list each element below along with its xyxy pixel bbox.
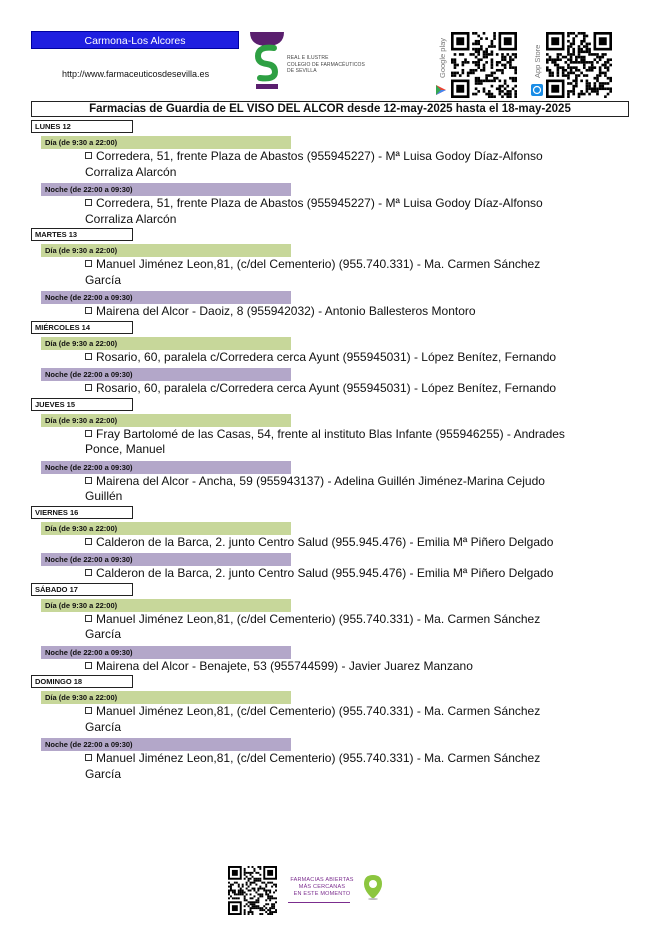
pharmacy-entry: Mairena del Alcor - Daoiz, 8 (955942032)…: [85, 304, 565, 320]
night-shift-label: Noche (de 22:00 a 09:30): [41, 460, 291, 474]
night-shift-label: Noche (de 22:00 a 09:30): [41, 183, 291, 196]
pharmacy-text: Corredera, 51, frente Plaza de Abastos (…: [85, 149, 543, 179]
page-title: Farmacias de Guardia de EL VISO DEL ALCO…: [31, 101, 629, 117]
college-logo-icon: [248, 30, 288, 92]
day-label: VIERNES 16: [31, 505, 133, 519]
app-store-label[interactable]: App Store: [533, 44, 542, 78]
day-label: MARTES 13: [31, 228, 133, 241]
app-store-icon[interactable]: [531, 83, 543, 101]
location-pin-icon[interactable]: [363, 874, 383, 905]
checkbox-icon: [85, 754, 92, 761]
college-line: REAL E ILUSTRE: [287, 55, 329, 61]
pharmacy-entry: Calderon de la Barca, 2. junto Centro Sa…: [85, 566, 565, 582]
banner-underline: [288, 902, 350, 903]
day-label: JUEVES 15: [31, 397, 133, 411]
pharmacy-text: Manuel Jiménez Leon,81, (c/del Cementeri…: [85, 257, 541, 287]
night-shift-label: Noche (de 22:00 a 09:30): [41, 291, 291, 304]
night-shift-label: Noche (de 22:00 a 09:30): [41, 738, 291, 751]
checkbox-icon: [85, 199, 92, 206]
banner-line: EN ESTE MOMENTO: [293, 891, 351, 897]
pharmacy-entry: Corredera, 51, frente Plaza de Abastos (…: [85, 149, 565, 180]
college-line: DE SEVILLA: [287, 68, 317, 74]
pharmacy-entry: Manuel Jiménez Leon,81, (c/del Cementeri…: [85, 751, 565, 782]
day-label: LUNES 12: [31, 120, 133, 133]
pharmacy-entry: Corredera, 51, frente Plaza de Abastos (…: [85, 196, 565, 227]
pharmacy-entry: Manuel Jiménez Leon,81, (c/del Cementeri…: [85, 257, 565, 288]
pharmacy-entry: Mairena del Alcor - Ancha, 59 (955943137…: [85, 474, 565, 505]
region-badge: Carmona-Los Alcores: [31, 31, 239, 49]
day-shift-label: Día (de 9:30 a 22:00): [41, 136, 291, 149]
app-store-qr-icon[interactable]: [546, 32, 612, 103]
pharmacy-text: Manuel Jiménez Leon,81, (c/del Cementeri…: [85, 611, 541, 642]
google-play-icon[interactable]: [435, 83, 447, 101]
college-name: REAL E ILUSTRE COLEGIO DE FARMACÉUTICOS …: [287, 55, 365, 75]
checkbox-icon: [85, 476, 92, 484]
day-shift-label: Día (de 9:30 a 22:00): [41, 521, 291, 535]
pharmacy-entry: Rosario, 60, paralela c/Corredera cerca …: [85, 350, 565, 366]
day-label: SÁBADO 17: [31, 582, 133, 596]
checkbox-icon: [85, 661, 92, 669]
day-shift-label: Día (de 9:30 a 22:00): [41, 413, 291, 427]
checkbox-icon: [85, 614, 92, 622]
checkbox-icon: [85, 384, 92, 391]
day-shift-label: Día (de 9:30 a 22:00): [41, 244, 291, 257]
night-shift-label: Noche (de 22:00 a 09:30): [41, 553, 291, 566]
pharmacy-text: Mairena del Alcor - Benajete, 53 (955744…: [96, 658, 473, 673]
pharmacy-text: Calderon de la Barca, 2. junto Centro Sa…: [96, 566, 554, 580]
checkbox-icon: [85, 307, 92, 314]
day-shift-label: Día (de 9:30 a 22:00): [41, 598, 291, 612]
night-shift-label: Noche (de 22:00 a 09:30): [41, 645, 291, 659]
day-label: DOMINGO 18: [31, 675, 133, 688]
pharmacy-entry: Calderon de la Barca, 2. junto Centro Sa…: [85, 535, 565, 551]
day-label: MIÉRCOLES 14: [31, 320, 133, 334]
pharmacy-text: Manuel Jiménez Leon,81, (c/del Cementeri…: [85, 751, 541, 781]
checkbox-icon: [85, 260, 92, 267]
checkbox-icon: [85, 429, 92, 437]
pharmacy-entry: Fray Bartolomé de las Casas, 54, frente …: [85, 427, 565, 458]
day-shift-label: Día (de 9:30 a 22:00): [41, 336, 291, 350]
checkbox-icon: [85, 352, 92, 360]
checkbox-icon: [85, 152, 92, 159]
pharmacy-entry: Rosario, 60, paralela c/Corredera cerca …: [85, 381, 565, 397]
pharmacy-text: Manuel Jiménez Leon,81, (c/del Cementeri…: [85, 704, 541, 734]
pharmacy-text: Rosario, 60, paralela c/Corredera cerca …: [96, 381, 557, 395]
footer-qr-icon[interactable]: [228, 866, 277, 920]
google-play-label[interactable]: Google play: [438, 37, 447, 78]
google-play-qr-icon[interactable]: [451, 32, 517, 103]
banner-line: MÁS CERCANAS: [298, 884, 346, 890]
pharmacy-text: Fray Bartolomé de las Casas, 54, frente …: [85, 426, 565, 457]
checkbox-icon: [85, 537, 92, 545]
pharmacy-entry: Manuel Jiménez Leon,81, (c/del Cementeri…: [85, 612, 565, 643]
pharmacy-text: Mairena del Alcor - Ancha, 59 (955943137…: [85, 473, 545, 504]
pharmacy-entry: Mairena del Alcor - Benajete, 53 (955744…: [85, 659, 565, 675]
pharmacy-text: Rosario, 60, paralela c/Corredera cerca …: [96, 349, 557, 364]
checkbox-icon: [85, 569, 92, 576]
pharmacy-text: Corredera, 51, frente Plaza de Abastos (…: [85, 196, 543, 226]
website-link[interactable]: http://www.farmaceuticosdesevilla.es: [62, 69, 210, 79]
pharmacy-text: Mairena del Alcor - Daoiz, 8 (955942032)…: [96, 304, 476, 318]
pharmacy-entry: Manuel Jiménez Leon,81, (c/del Cementeri…: [85, 704, 565, 735]
college-line: COLEGIO DE FARMACÉUTICOS: [287, 61, 365, 68]
nearest-pharmacies-banner[interactable]: FARMACIAS ABIERTAS MÁS CERCANAS EN ESTE …: [283, 877, 361, 898]
pharmacy-text: Calderon de la Barca, 2. junto Centro Sa…: [96, 534, 554, 549]
day-shift-label: Día (de 9:30 a 22:00): [41, 691, 291, 704]
banner-line: FARMACIAS ABIERTAS: [290, 877, 354, 883]
checkbox-icon: [85, 707, 92, 714]
night-shift-label: Noche (de 22:00 a 09:30): [41, 368, 291, 381]
